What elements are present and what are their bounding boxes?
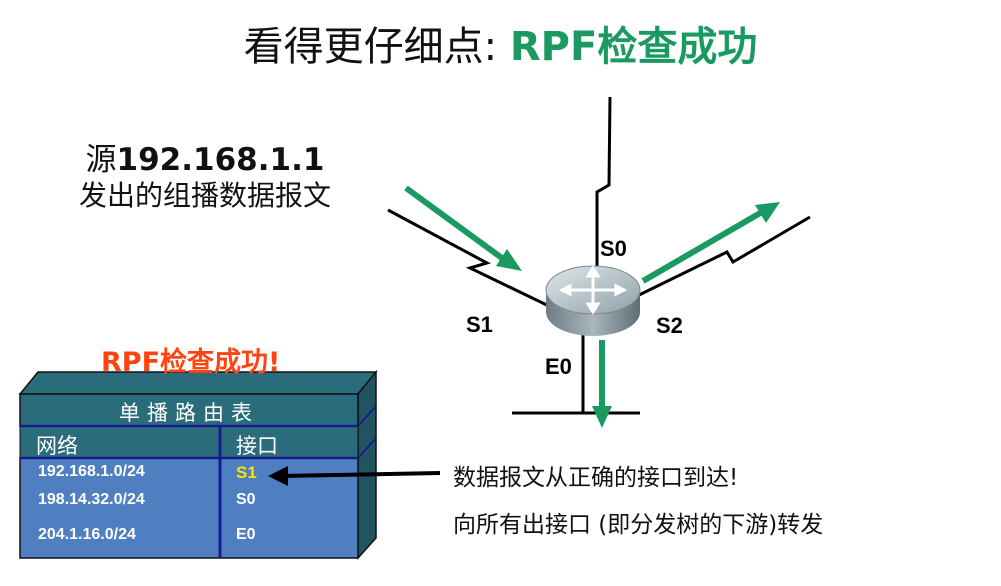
outgoing-arrow-s2 (641, 202, 780, 284)
port-label-s1: S1 (466, 312, 493, 337)
page-title: 看得更仔细点: RPF检查成功 (0, 14, 1001, 72)
routing-table-title: 单播路由表 (119, 401, 259, 425)
link-s0 (595, 96, 612, 266)
table-cell-network: 192.168.1.0/24 (38, 463, 145, 480)
callout-pointer (281, 471, 441, 478)
port-label-e0: E0 (545, 354, 572, 379)
callout-line-1: 数据报文从正确的接口到达! (453, 465, 739, 491)
table-cell-interface: E0 (236, 526, 256, 543)
source-line-1: 源192.168.1.1 (40, 134, 370, 179)
link-s2 (636, 215, 811, 298)
table-cell-network: 204.1.16.0/24 (38, 526, 136, 543)
routing-table-box (18, 369, 378, 560)
title-prefix: 看得更仔细点: (243, 24, 510, 70)
callout-line-2: 向所有出接口 (即分发树的下游)转发 (453, 512, 824, 538)
table-cell-network: 198.14.32.0/24 (38, 491, 145, 508)
source-ip: 192.168.1.1 (116, 142, 325, 178)
rpf-success-label: RPF检查成功! (101, 347, 281, 378)
port-label-s2: S2 (656, 313, 683, 338)
column-header-network: 网络 (36, 434, 78, 458)
router-icon (545, 265, 641, 336)
callout-arrowhead (268, 466, 288, 486)
port-label-s0: S0 (600, 236, 627, 261)
link-s1 (387, 208, 554, 310)
source-line-2: 发出的组播数据报文 (78, 179, 331, 212)
table-cell-interface: S0 (236, 491, 256, 508)
incoming-arrow (404, 185, 522, 271)
source-label: 源 (85, 142, 117, 178)
outgoing-arrow-e0 (592, 340, 612, 428)
column-header-interface: 接口 (236, 434, 278, 458)
table-cell-interface-highlighted: S1 (236, 463, 257, 482)
title-highlight: RPF检查成功 (509, 24, 758, 70)
